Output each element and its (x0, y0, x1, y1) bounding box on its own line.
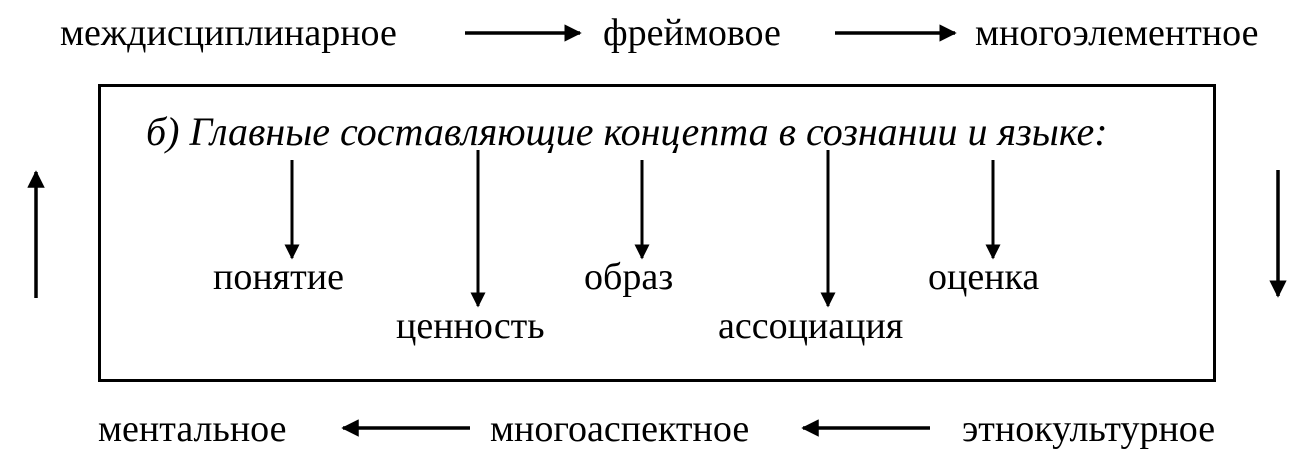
top-term-interdisciplinary: междисциплинарное (60, 12, 397, 54)
bottom-term-ethnocultural: этнокультурное (962, 408, 1216, 450)
concept-components-box (98, 84, 1216, 382)
component-otsenka: оценка (928, 256, 1040, 298)
component-tsennost: ценность (396, 305, 545, 347)
component-obraz: образ (584, 256, 674, 298)
bottom-term-multiaspect: многоаспектное (490, 408, 750, 450)
component-assotsiatsiya: ассоциация (718, 305, 904, 347)
box-title: б) Главные составляющие концепта в созна… (146, 109, 1108, 154)
component-ponyatie: понятие (213, 256, 344, 298)
bottom-term-mental: ментальное (98, 408, 287, 450)
top-term-multielement: многоэлементное (975, 12, 1259, 54)
top-term-frame: фреймовое (603, 12, 781, 54)
